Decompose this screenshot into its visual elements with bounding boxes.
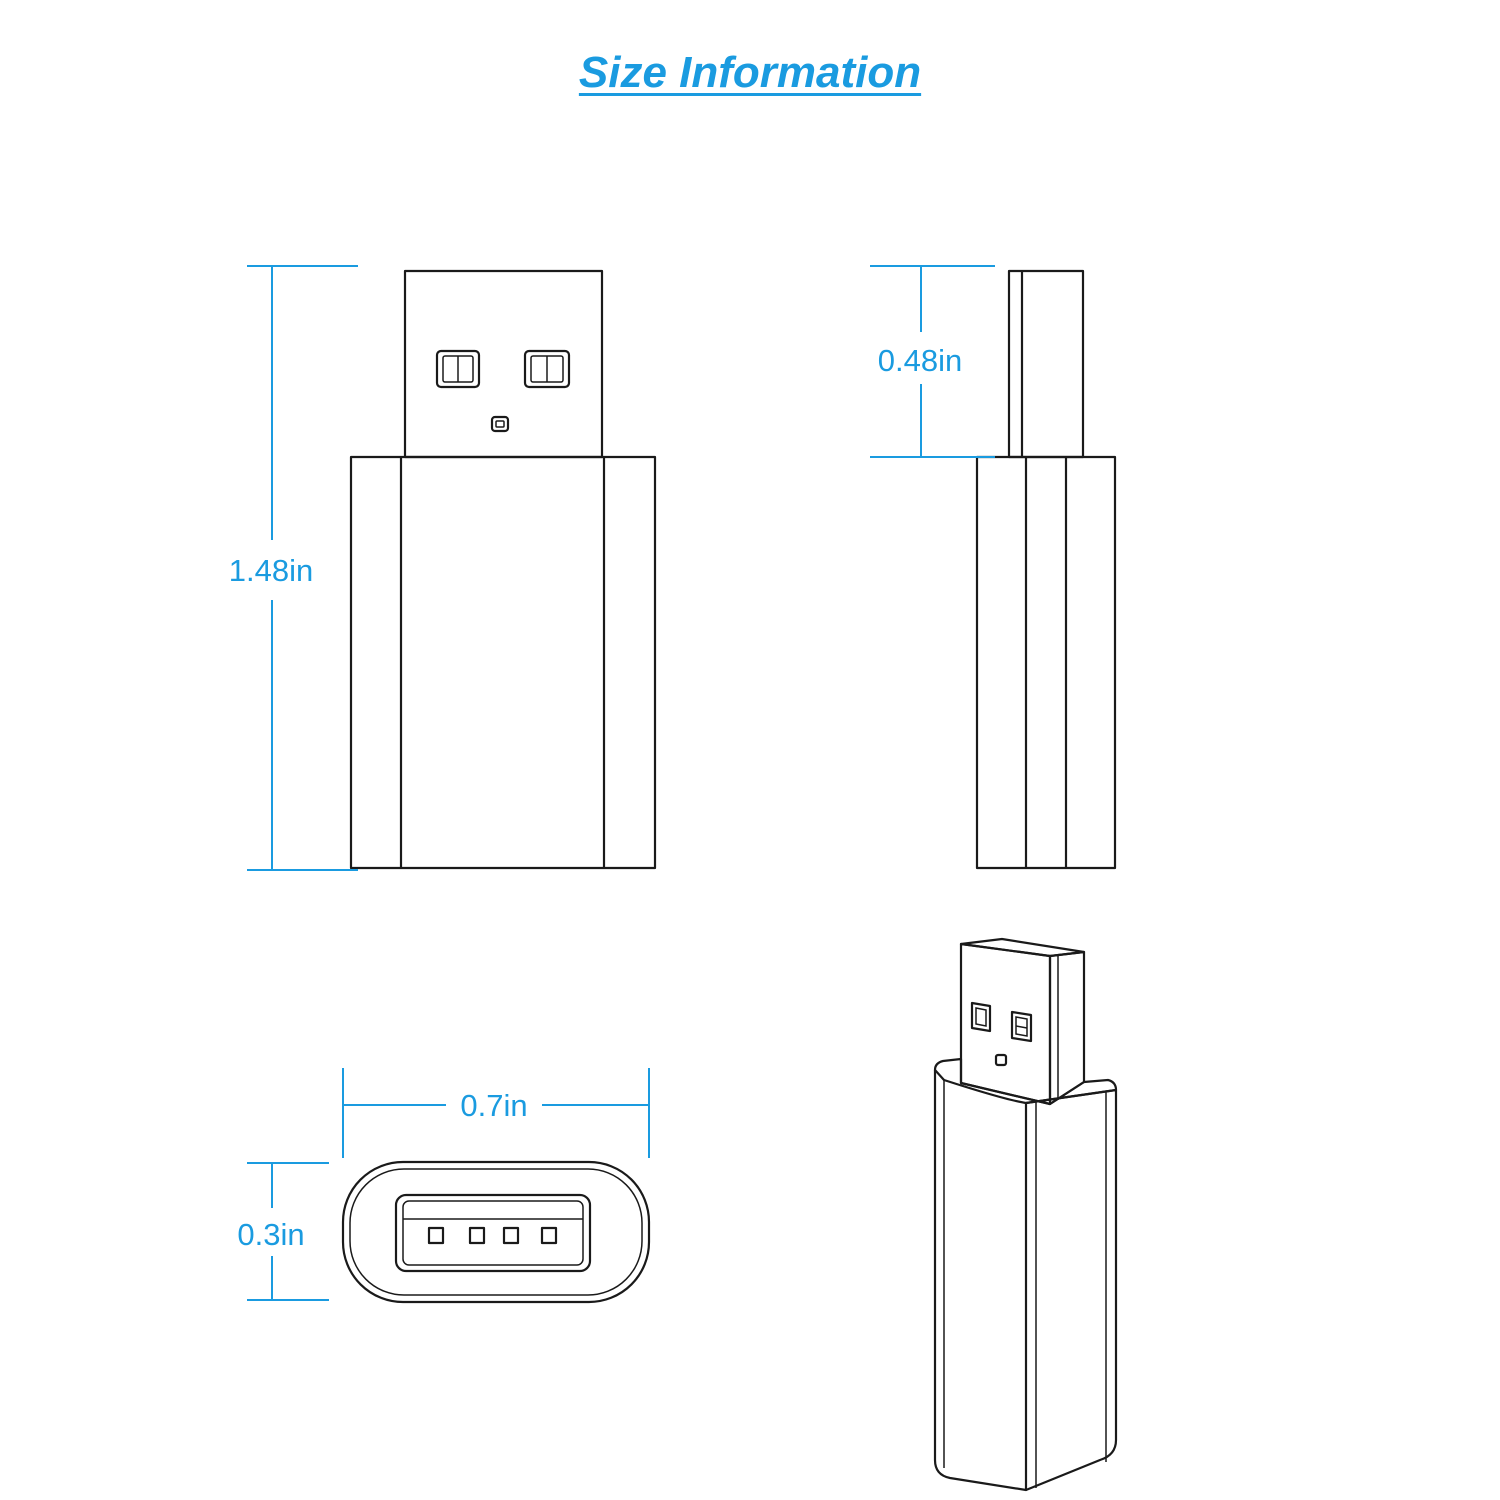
page-title: Size Information [578, 48, 922, 97]
front-view [349, 269, 657, 870]
usb-port-opening [394, 1193, 592, 1273]
thickness-dimension: 0.3in [237, 1162, 329, 1301]
perspective-view [933, 937, 1118, 1492]
thickness-dimension-label: 0.3in [237, 1217, 304, 1252]
front-plug-outline [403, 269, 604, 459]
side-body-outline [975, 455, 1117, 870]
plug-length-dimension: 0.48in [870, 265, 995, 458]
port-pin [502, 1226, 520, 1245]
front-contact-hole-right [523, 349, 571, 389]
end-body-outline [341, 1160, 651, 1304]
port-pin [540, 1226, 558, 1245]
width-dimension: 0.7in [342, 1068, 650, 1158]
port-pin [468, 1226, 486, 1245]
perspective-body [933, 1057, 1118, 1492]
front-contact-hole-left [435, 349, 481, 389]
plug-length-dimension-label: 0.48in [878, 343, 962, 378]
end-view [341, 1160, 651, 1304]
side-view [975, 269, 1117, 870]
perspective-plug [959, 937, 1086, 1106]
perspective-contact-hole-right [1010, 1010, 1033, 1043]
front-indicator-icon [490, 415, 510, 433]
length-dimension-label: 1.48in [229, 553, 313, 588]
perspective-indicator-icon [994, 1053, 1008, 1067]
side-plug-outline [1007, 269, 1085, 459]
perspective-contact-hole-left [970, 1001, 992, 1033]
length-dimension: 1.48in [229, 265, 358, 871]
port-pin [427, 1226, 445, 1245]
width-dimension-label: 0.7in [460, 1088, 527, 1123]
front-body-outline [349, 455, 657, 870]
